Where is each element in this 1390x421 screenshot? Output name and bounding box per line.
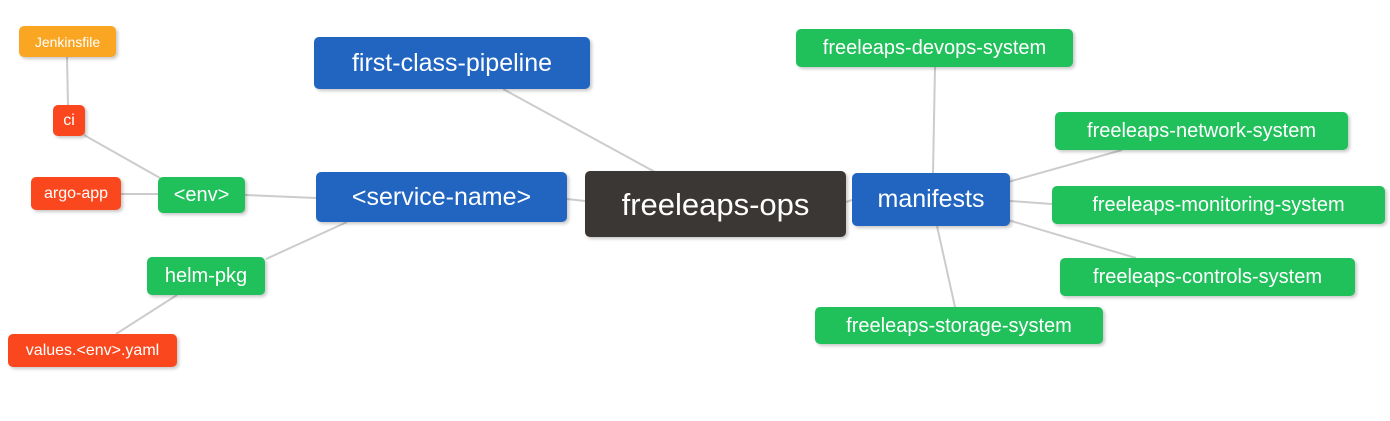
node-freeleaps-network-system[interactable]: freeleaps-network-system — [1055, 112, 1348, 150]
node-freeleaps-devops-system[interactable]: freeleaps-devops-system — [796, 29, 1073, 67]
edge-jenkinsfile-ci — [66, 56, 69, 106]
node-ci[interactable]: ci — [53, 105, 85, 136]
node-manifests[interactable]: manifests — [852, 173, 1010, 226]
node-freeleaps-storage-system[interactable]: freeleaps-storage-system — [815, 307, 1103, 344]
node-jenkinsfile[interactable]: Jenkinsfile — [19, 26, 116, 57]
edge-service-name-helm-pkg — [265, 221, 348, 260]
edge-ci-env — [83, 134, 161, 179]
edge-manifests-storage-system — [936, 225, 956, 308]
edge-manifests-network-system — [1007, 149, 1123, 183]
node-service-name[interactable]: <service-name> — [316, 172, 567, 222]
edge-root-manifests — [845, 199, 853, 203]
node-helm-pkg[interactable]: helm-pkg — [147, 257, 265, 295]
edge-env-service-name — [244, 194, 317, 199]
node-freeleaps-monitoring-system[interactable]: freeleaps-monitoring-system — [1052, 186, 1385, 224]
node-freeleaps-ops[interactable]: freeleaps-ops — [585, 171, 846, 237]
node-argo-app[interactable]: argo-app — [31, 177, 121, 210]
edge-manifests-monitoring-system — [1009, 200, 1053, 205]
node-values-env-yaml[interactable]: values.<env>.yaml — [8, 334, 177, 367]
edge-pipeline-root — [502, 88, 656, 173]
edge-helm-pkg-values-env-yaml — [115, 294, 178, 335]
edge-manifests-controls-system — [1007, 219, 1137, 259]
node-freeleaps-controls-system[interactable]: freeleaps-controls-system — [1060, 258, 1355, 296]
edge-manifests-devops-system — [932, 66, 936, 174]
node-first-class-pipeline[interactable]: first-class-pipeline — [314, 37, 590, 89]
edge-service-name-root — [566, 198, 586, 202]
node-env[interactable]: <env> — [158, 177, 245, 213]
